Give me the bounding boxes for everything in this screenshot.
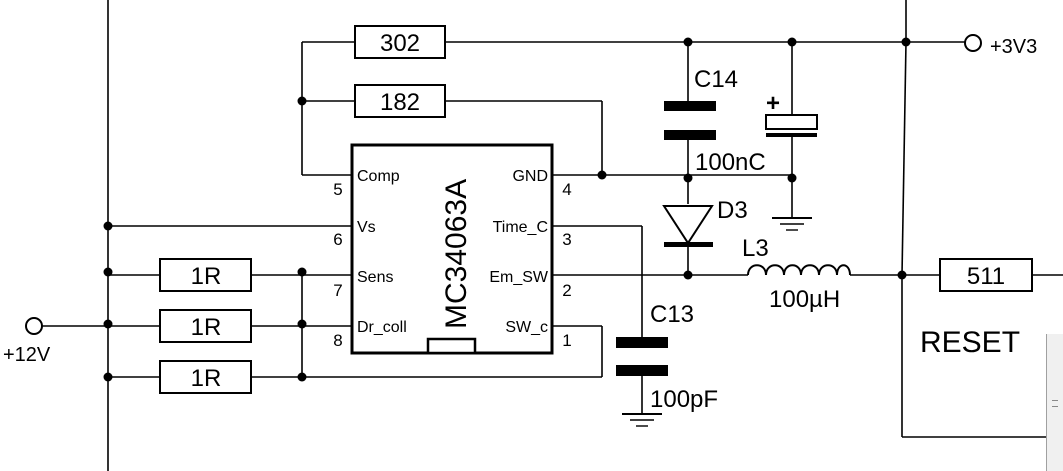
pin-8-number: 8 bbox=[333, 331, 342, 350]
pin-6-number: 6 bbox=[333, 230, 342, 249]
ground-symbol-right bbox=[772, 217, 812, 231]
c14-value: 100nC bbox=[695, 149, 766, 176]
pin-drcoll-label: Dr_coll bbox=[357, 319, 407, 336]
vertical-scrollbar[interactable] bbox=[1046, 334, 1063, 471]
pin-comp-label: Comp bbox=[357, 168, 400, 185]
pin-sens-label: Sens bbox=[357, 269, 393, 286]
electrolytic-plus-sign: + bbox=[766, 90, 780, 117]
inductor-l3: L3 100µH bbox=[742, 235, 851, 313]
net-3v3-label: +3V3 bbox=[990, 36, 1037, 58]
diode-d3: D3 bbox=[662, 197, 748, 247]
reset-label: RESET bbox=[920, 326, 1020, 359]
ic-name: MC34063A bbox=[440, 179, 473, 329]
resistor-511-label: 511 bbox=[967, 263, 1005, 290]
resistor-1r-bottom: 1R bbox=[159, 360, 252, 394]
pin-vs-label: Vs bbox=[357, 219, 376, 236]
l3-value: 100µH bbox=[769, 286, 840, 313]
pin-2-number: 2 bbox=[562, 281, 571, 300]
resistor-511: 511 bbox=[939, 258, 1033, 292]
pin-timec-label: Time_C bbox=[493, 219, 548, 236]
ground-symbol-bottom bbox=[622, 413, 662, 427]
pin-4-number: 4 bbox=[562, 180, 571, 199]
resistor-1r-middle: 1R bbox=[159, 309, 252, 343]
terminal-12v: +12V bbox=[3, 317, 51, 366]
l3-name: L3 bbox=[742, 235, 769, 262]
c13-name: C13 bbox=[650, 301, 694, 328]
pin-emsw-label: Em_SW bbox=[489, 269, 549, 286]
resistor-302: 302 bbox=[354, 25, 446, 59]
resistor-1r-top-label: 1R bbox=[191, 263, 222, 290]
capacitor-c13: C13 100pF bbox=[616, 301, 718, 413]
pin-gnd-label: GND bbox=[512, 168, 548, 185]
pin-7-number: 7 bbox=[333, 281, 342, 300]
junction-dots bbox=[103, 37, 911, 382]
scrollbar-grip-icon[interactable] bbox=[1052, 400, 1058, 407]
wires bbox=[42, 0, 1063, 471]
pin-1-number: 1 bbox=[562, 331, 571, 350]
pin-swc-label: SW_c bbox=[505, 319, 548, 336]
terminal-3v3: +3V3 bbox=[964, 34, 1037, 58]
resistor-1r-middle-label: 1R bbox=[191, 314, 222, 341]
pin-5-number: 5 bbox=[333, 180, 342, 199]
c14-name: C14 bbox=[694, 66, 738, 93]
resistor-1r-bottom-label: 1R bbox=[191, 365, 222, 392]
c13-value: 100pF bbox=[650, 386, 718, 413]
pin-3-number: 3 bbox=[562, 230, 571, 249]
resistor-182: 182 bbox=[354, 84, 446, 118]
electrolytic-capacitor: + bbox=[765, 90, 818, 137]
resistor-1r-top: 1R bbox=[159, 258, 252, 292]
resistor-302-label: 302 bbox=[380, 30, 420, 57]
d3-name: D3 bbox=[717, 197, 748, 224]
resistor-182-label: 182 bbox=[380, 89, 420, 116]
ic-mc34063a: MC34063A Comp Vs Sens Dr_coll GND Time_C… bbox=[333, 143, 572, 355]
capacitor-c14: C14 100nC bbox=[664, 66, 766, 176]
net-12v-label: +12V bbox=[3, 344, 51, 366]
